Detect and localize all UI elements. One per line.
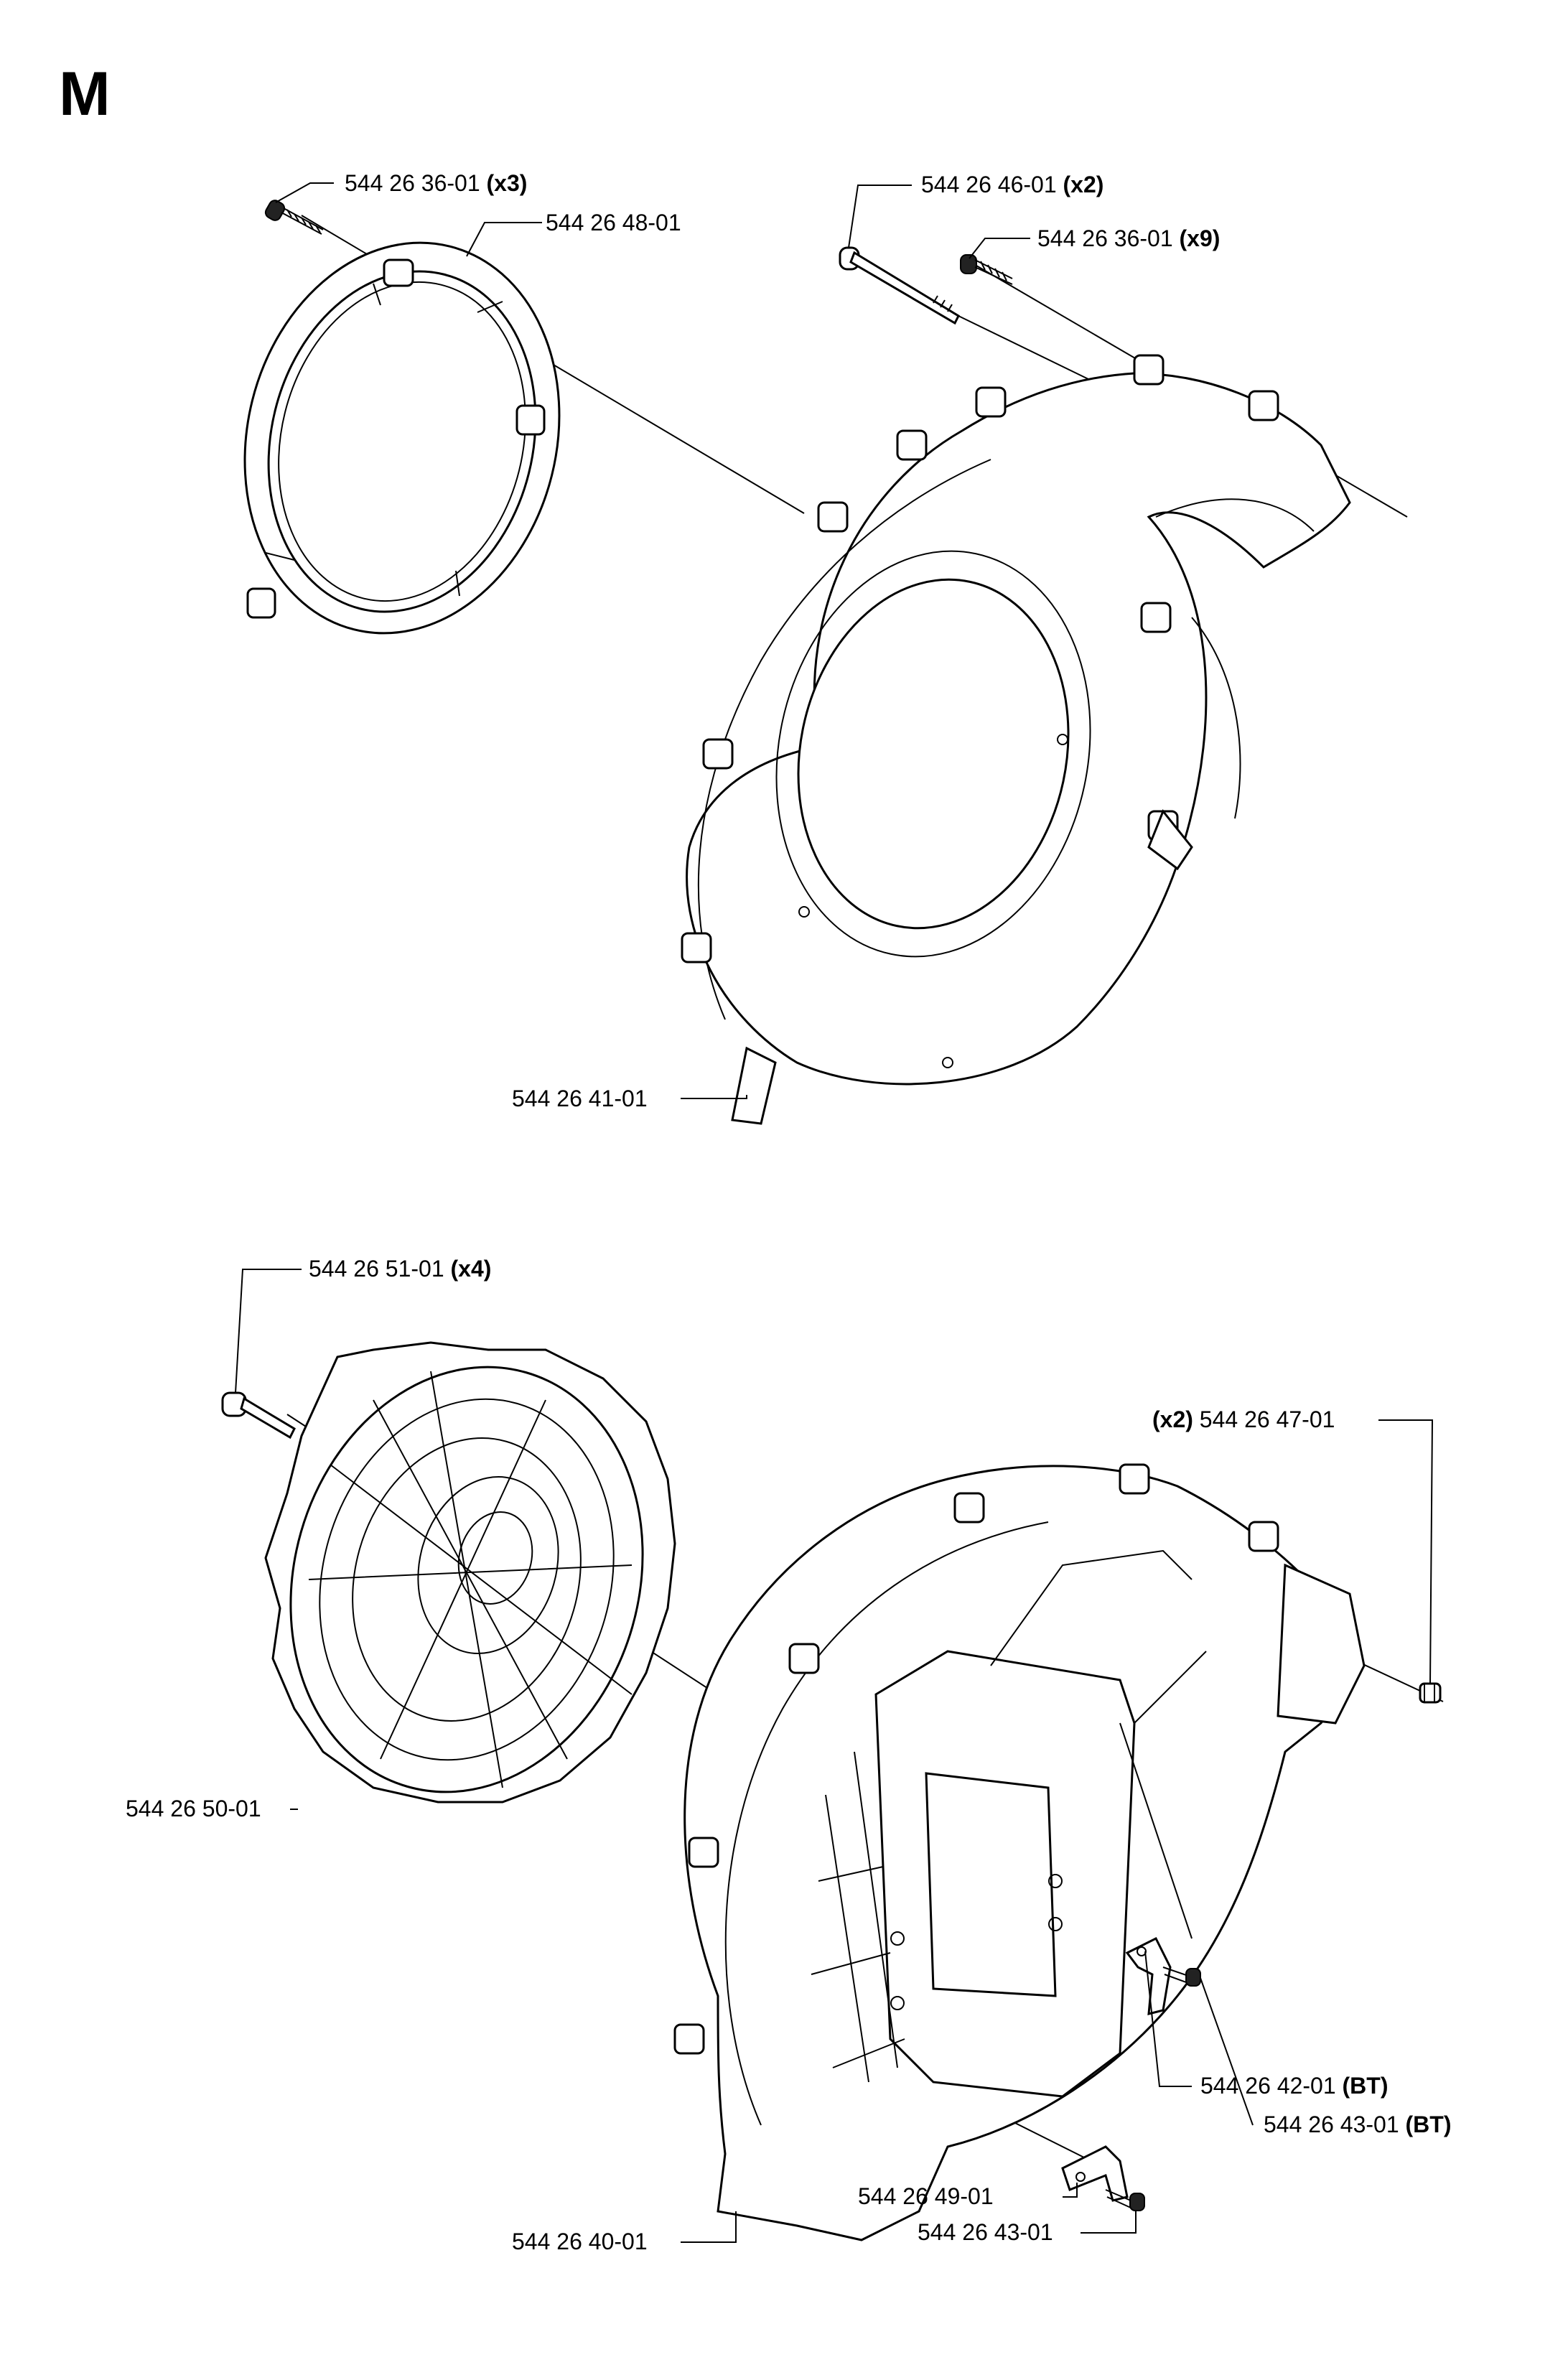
section-letter: M <box>59 60 111 129</box>
leader-fan-bolt <box>235 1269 302 1394</box>
fan-bolt-part <box>221 1391 296 1440</box>
callout-long-bolt: 544 26 46-01 (x2) <box>921 172 1103 197</box>
leader-fan-housing-cover <box>681 1095 747 1099</box>
callout-fan-housing-cover: 544 26 41-01 <box>512 1086 648 1111</box>
fan-wheel-part <box>264 1341 676 1804</box>
callout-ring-cover: 544 26 48-01 <box>546 210 681 235</box>
leader-clamp-bt <box>1144 1951 1192 2087</box>
leader-clamp <box>1063 2183 1078 2198</box>
callout-fan-housing: 544 26 40-01 <box>512 2229 648 2254</box>
nut-part <box>1419 1682 1442 1704</box>
assembly-axis-top-3 <box>958 315 1092 381</box>
screw-top-right-part <box>960 254 1013 285</box>
callout-screw-top-right: 544 26 36-01 (x9) <box>1037 225 1220 251</box>
fan-housing-part <box>673 1463 1366 2241</box>
screw-bt-part <box>1162 1966 1201 1987</box>
callout-screw-clamp: 544 26 43-01 <box>918 2219 1053 2245</box>
callout-fan-bolt: 544 26 51-01 (x4) <box>309 1256 491 1282</box>
fan-housing-cover-part <box>681 354 1351 1125</box>
leader-long-bolt <box>848 185 912 248</box>
leader-screw-top-right <box>969 238 1030 259</box>
leader-ring-cover <box>466 222 542 257</box>
leader-screw-top-left <box>275 182 334 203</box>
callout-nut: (x2) 544 26 47-01 <box>1152 1406 1335 1432</box>
ring-cover-part <box>243 241 561 635</box>
screw-clamp-part <box>1105 2189 1145 2211</box>
long-bolt-part <box>839 246 960 325</box>
callout-clamp: 544 26 49-01 <box>858 2183 994 2209</box>
leader-screw-clamp <box>1081 2211 1137 2234</box>
callout-screw-top-left: 544 26 36-01 (x3) <box>345 170 527 196</box>
leader-fan-housing <box>681 2211 737 2243</box>
screw-top-left-part <box>264 200 324 235</box>
callout-fan-wheel: 544 26 50-01 <box>126 1796 261 1821</box>
callout-screw-bt: 544 26 43-01 (BT) <box>1264 2112 1451 2137</box>
leader-nut <box>1378 1419 1434 1684</box>
callout-clamp-bt: 544 26 42-01 (BT) <box>1200 2073 1388 2099</box>
leader-screw-bt <box>1200 1977 1254 2126</box>
clamp-part <box>1061 2145 1129 2202</box>
